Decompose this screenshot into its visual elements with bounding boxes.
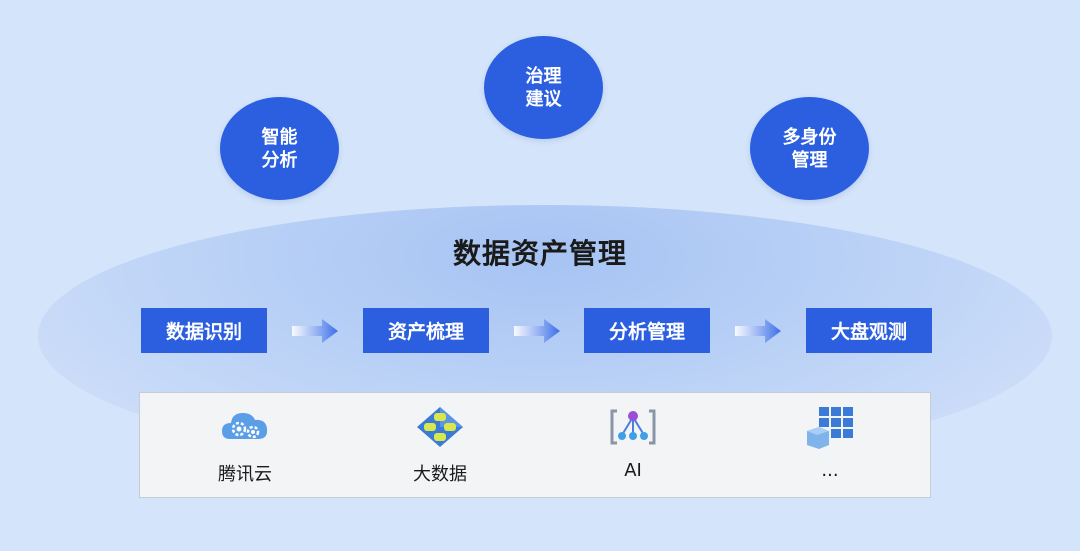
arrow-right-icon	[514, 319, 560, 343]
source-ai: AI	[563, 393, 703, 497]
circle-intelligent-analysis: 智能 分析	[220, 97, 339, 200]
step-data-identification: 数据识别	[141, 308, 267, 353]
source-more: ...	[760, 393, 900, 497]
arrow-right-icon	[735, 319, 781, 343]
step-asset-sorting: 资产梳理	[363, 308, 489, 353]
step-dashboard-observation: 大盘观测	[806, 308, 932, 353]
data-source-tray: 腾讯云 大数据	[139, 392, 931, 498]
circle-label-line2: 管理	[791, 149, 828, 171]
grid-blocks-icon	[807, 407, 853, 449]
circle-label-line2: 建议	[525, 88, 562, 110]
circle-label-line1: 治理	[525, 65, 562, 87]
arrow-right-icon	[292, 319, 338, 343]
circle-label-line1: 多身份	[782, 126, 837, 148]
source-label: AI	[624, 460, 642, 481]
database-cluster-icon	[417, 407, 463, 447]
source-tencent-cloud: 腾讯云	[175, 393, 315, 497]
source-label: 腾讯云	[218, 464, 272, 485]
source-label: ...	[821, 460, 839, 481]
cloud-gears-icon	[222, 413, 268, 439]
main-title: 数据资产管理	[452, 237, 627, 270]
circle-label-line1: 智能	[261, 126, 298, 148]
circle-governance-advice: 治理 建议	[484, 36, 603, 139]
ai-network-icon	[610, 409, 656, 445]
circle-multi-identity: 多身份 管理	[750, 97, 869, 200]
source-label: 大数据	[413, 464, 467, 485]
source-big-data: 大数据	[370, 393, 510, 497]
circle-label-line2: 分析	[261, 149, 298, 171]
step-analysis-management: 分析管理	[584, 308, 710, 353]
